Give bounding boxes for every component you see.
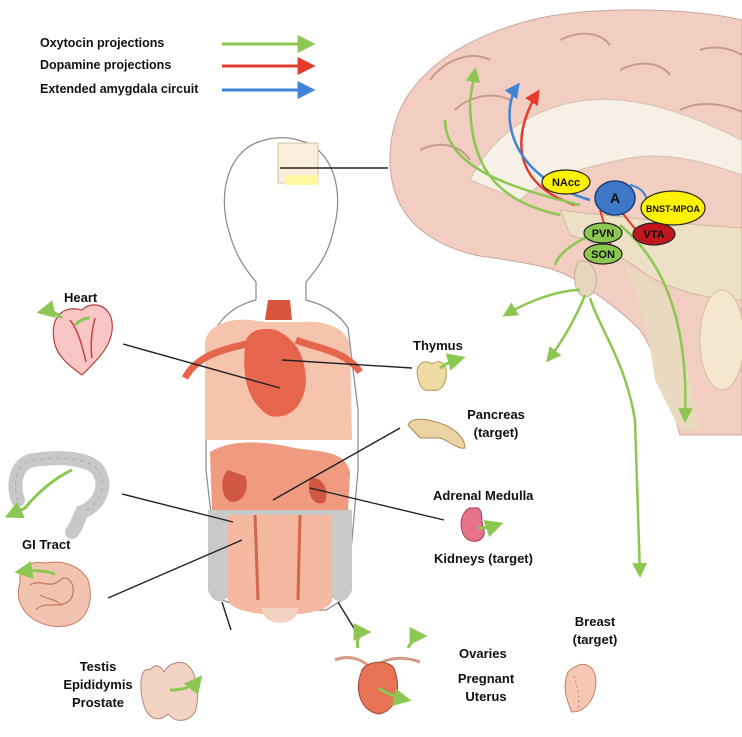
pvn-node — [583, 222, 623, 244]
nacc-label: NAcc — [552, 177, 580, 189]
uterus-label: Pregnant Uterus — [446, 670, 526, 706]
testis-label: Testis Epididymis Prostate — [58, 658, 138, 712]
thymus-icon — [416, 353, 466, 391]
breast-icon — [564, 664, 597, 713]
breast-target: (target) — [572, 632, 618, 647]
kidney-icon — [460, 507, 504, 542]
pvn-label: PVN — [592, 228, 615, 240]
uterus-icon — [334, 623, 428, 715]
pancreas-label: Pancreas (target) — [446, 406, 546, 442]
legend-oxytocin-label: Oxytocin projections — [40, 36, 165, 50]
colon-icon — [4, 451, 110, 539]
vta-label: VTA — [643, 229, 664, 241]
vta-node — [632, 222, 676, 246]
brain-icon — [389, 9, 742, 436]
adrenal-label: Adrenal Medulla — [433, 488, 534, 503]
pancreas-name: Pancreas — [467, 407, 525, 422]
pregnant-text: Pregnant — [457, 671, 515, 686]
intestine-icon — [14, 561, 91, 627]
legend-dopamine-label: Dopamine projections — [40, 58, 172, 72]
thymus-label: Thymus — [413, 338, 463, 353]
testis-icon — [140, 661, 203, 721]
son-label: SON — [591, 249, 615, 261]
heart-icon — [36, 300, 113, 376]
pancreas-icon — [407, 418, 466, 449]
pancreas-target: (target) — [473, 425, 519, 440]
uterus-text: Uterus — [465, 689, 507, 704]
son-node — [583, 243, 623, 265]
kidneys-label: Kidneys (target) — [434, 551, 533, 566]
heart-label: Heart — [64, 290, 98, 305]
gi-tract-label: GI Tract — [22, 537, 71, 552]
testis-name: Testis — [79, 659, 117, 674]
breast-label: Breast (target) — [560, 613, 630, 649]
leader-lines — [107, 343, 445, 631]
bnst-label: BNST-MPOA — [646, 204, 701, 214]
legend-amygdala-label: Extended amygdala circuit — [40, 82, 199, 96]
ovaries-label: Ovaries — [459, 646, 507, 661]
bnst-node — [640, 190, 706, 226]
nacc-node — [541, 169, 591, 195]
legend-arrows — [222, 35, 316, 99]
epididymis-name: Epididymis — [63, 677, 133, 692]
amygdala-label: A — [610, 190, 620, 206]
amygdala-node — [594, 180, 636, 216]
breast-name: Breast — [574, 614, 616, 629]
brain-nodes: NAcc A BNST-MPOA PVN VTA SON — [541, 169, 706, 265]
prostate-name: Prostate — [71, 695, 125, 710]
torso-organs — [181, 300, 363, 623]
